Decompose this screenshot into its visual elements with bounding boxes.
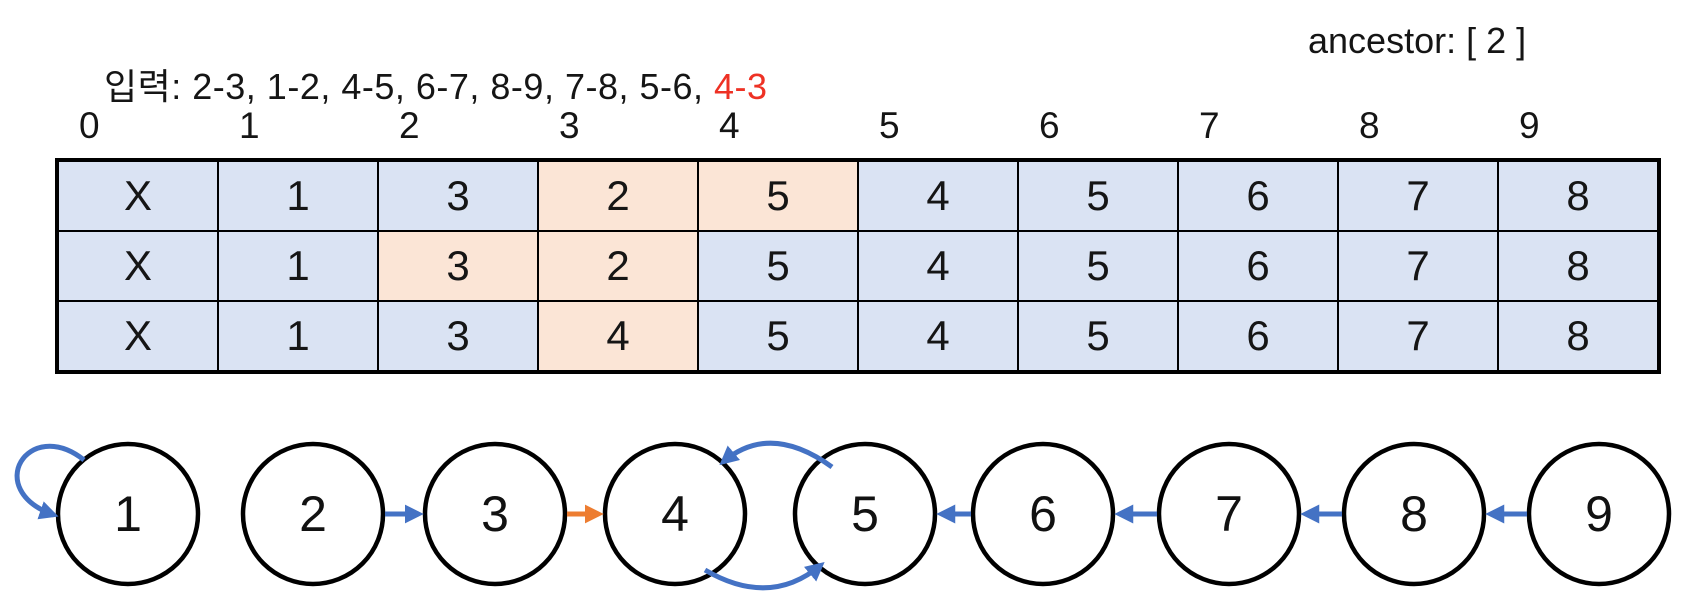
table-cell: 6: [1178, 301, 1338, 371]
graph-edge-4-to-5: [703, 561, 825, 591]
table-cell: 4: [858, 301, 1018, 371]
graph-node-label: 1: [114, 486, 142, 542]
table-cell: 8: [1498, 161, 1658, 231]
table-cell: 5: [698, 301, 858, 371]
graph-node-label: 2: [299, 486, 327, 542]
table-cell-highlighted: 4: [538, 301, 698, 371]
graph-edge-self-loop-1: [14, 444, 86, 520]
graph-node-7: [1156, 441, 1302, 587]
graph-node-9: [1526, 441, 1672, 587]
graph-node-label: 3: [481, 486, 509, 542]
graph-node-label: 5: [851, 486, 879, 542]
table-cell: 5: [1018, 231, 1178, 301]
table-cell: 4: [858, 161, 1018, 231]
table-cell: 4: [858, 231, 1018, 301]
graph-node-label: 7: [1215, 486, 1243, 542]
column-header: 6: [1039, 105, 1060, 146]
table-cell: 7: [1338, 301, 1498, 371]
column-header: 3: [559, 105, 580, 146]
table-cell: X: [58, 161, 218, 231]
column-header: 4: [719, 105, 740, 146]
column-header: 2: [399, 105, 420, 146]
column-header: 8: [1359, 105, 1380, 146]
input-sequence: 2-3, 1-2, 4-5, 6-7, 8-9, 7-8, 5-6,: [181, 66, 715, 107]
input-label: 입력:: [104, 66, 182, 107]
input-sequence-text: 입력: 2-3, 1-2, 4-5, 6-7, 8-9, 7-8, 5-6, 4…: [62, 16, 768, 152]
graph-edge-5-to-4: [719, 440, 834, 470]
table-cell-highlighted: 2: [538, 161, 698, 231]
table-cell-highlighted: 3: [378, 231, 538, 301]
graph-svg: 1 2 3 4 5 6 7 8 9: [14, 440, 1672, 591]
table-cell: 6: [1178, 161, 1338, 231]
table-cell: 7: [1338, 231, 1498, 301]
graph-node-2: [240, 441, 386, 587]
column-header: 5: [879, 105, 900, 146]
table-cell: 1: [218, 231, 378, 301]
graph-node-8: [1341, 441, 1487, 587]
column-headers: 0 1 2 3 4 5 6 7 8 9: [57, 100, 1657, 152]
graph-node-label: 9: [1585, 486, 1613, 542]
graph-node-5: [792, 441, 938, 587]
table-cell: 1: [218, 161, 378, 231]
table-cell: X: [58, 301, 218, 371]
table-cell: 6: [1178, 231, 1338, 301]
table-cell: 5: [698, 231, 858, 301]
column-header: 1: [239, 105, 260, 146]
graph-node-3: [422, 441, 568, 587]
table-cell-highlighted: 2: [538, 231, 698, 301]
table-cell: 8: [1498, 231, 1658, 301]
graph-node-label: 4: [661, 486, 689, 542]
graph-node-4: [602, 441, 748, 587]
table-cell: 5: [1018, 161, 1178, 231]
column-header: 0: [79, 105, 100, 146]
graph-node-label: 8: [1400, 486, 1428, 542]
ancestor-result-text: ancestor: [ 2 ]: [1308, 20, 1527, 61]
graph-node-label: 6: [1029, 486, 1057, 542]
column-header: 7: [1199, 105, 1220, 146]
table-cell-highlighted: 5: [698, 161, 858, 231]
table-cell: 3: [378, 301, 538, 371]
table-cell: 8: [1498, 301, 1658, 371]
column-header: 9: [1519, 105, 1540, 146]
table-cell: X: [58, 231, 218, 301]
input-highlighted-pair: 4-3: [714, 66, 768, 107]
table-cell: 3: [378, 161, 538, 231]
table-cell: 1: [218, 301, 378, 371]
table-cell: 5: [1018, 301, 1178, 371]
table-cell: 7: [1338, 161, 1498, 231]
graph-node-6: [970, 441, 1116, 587]
